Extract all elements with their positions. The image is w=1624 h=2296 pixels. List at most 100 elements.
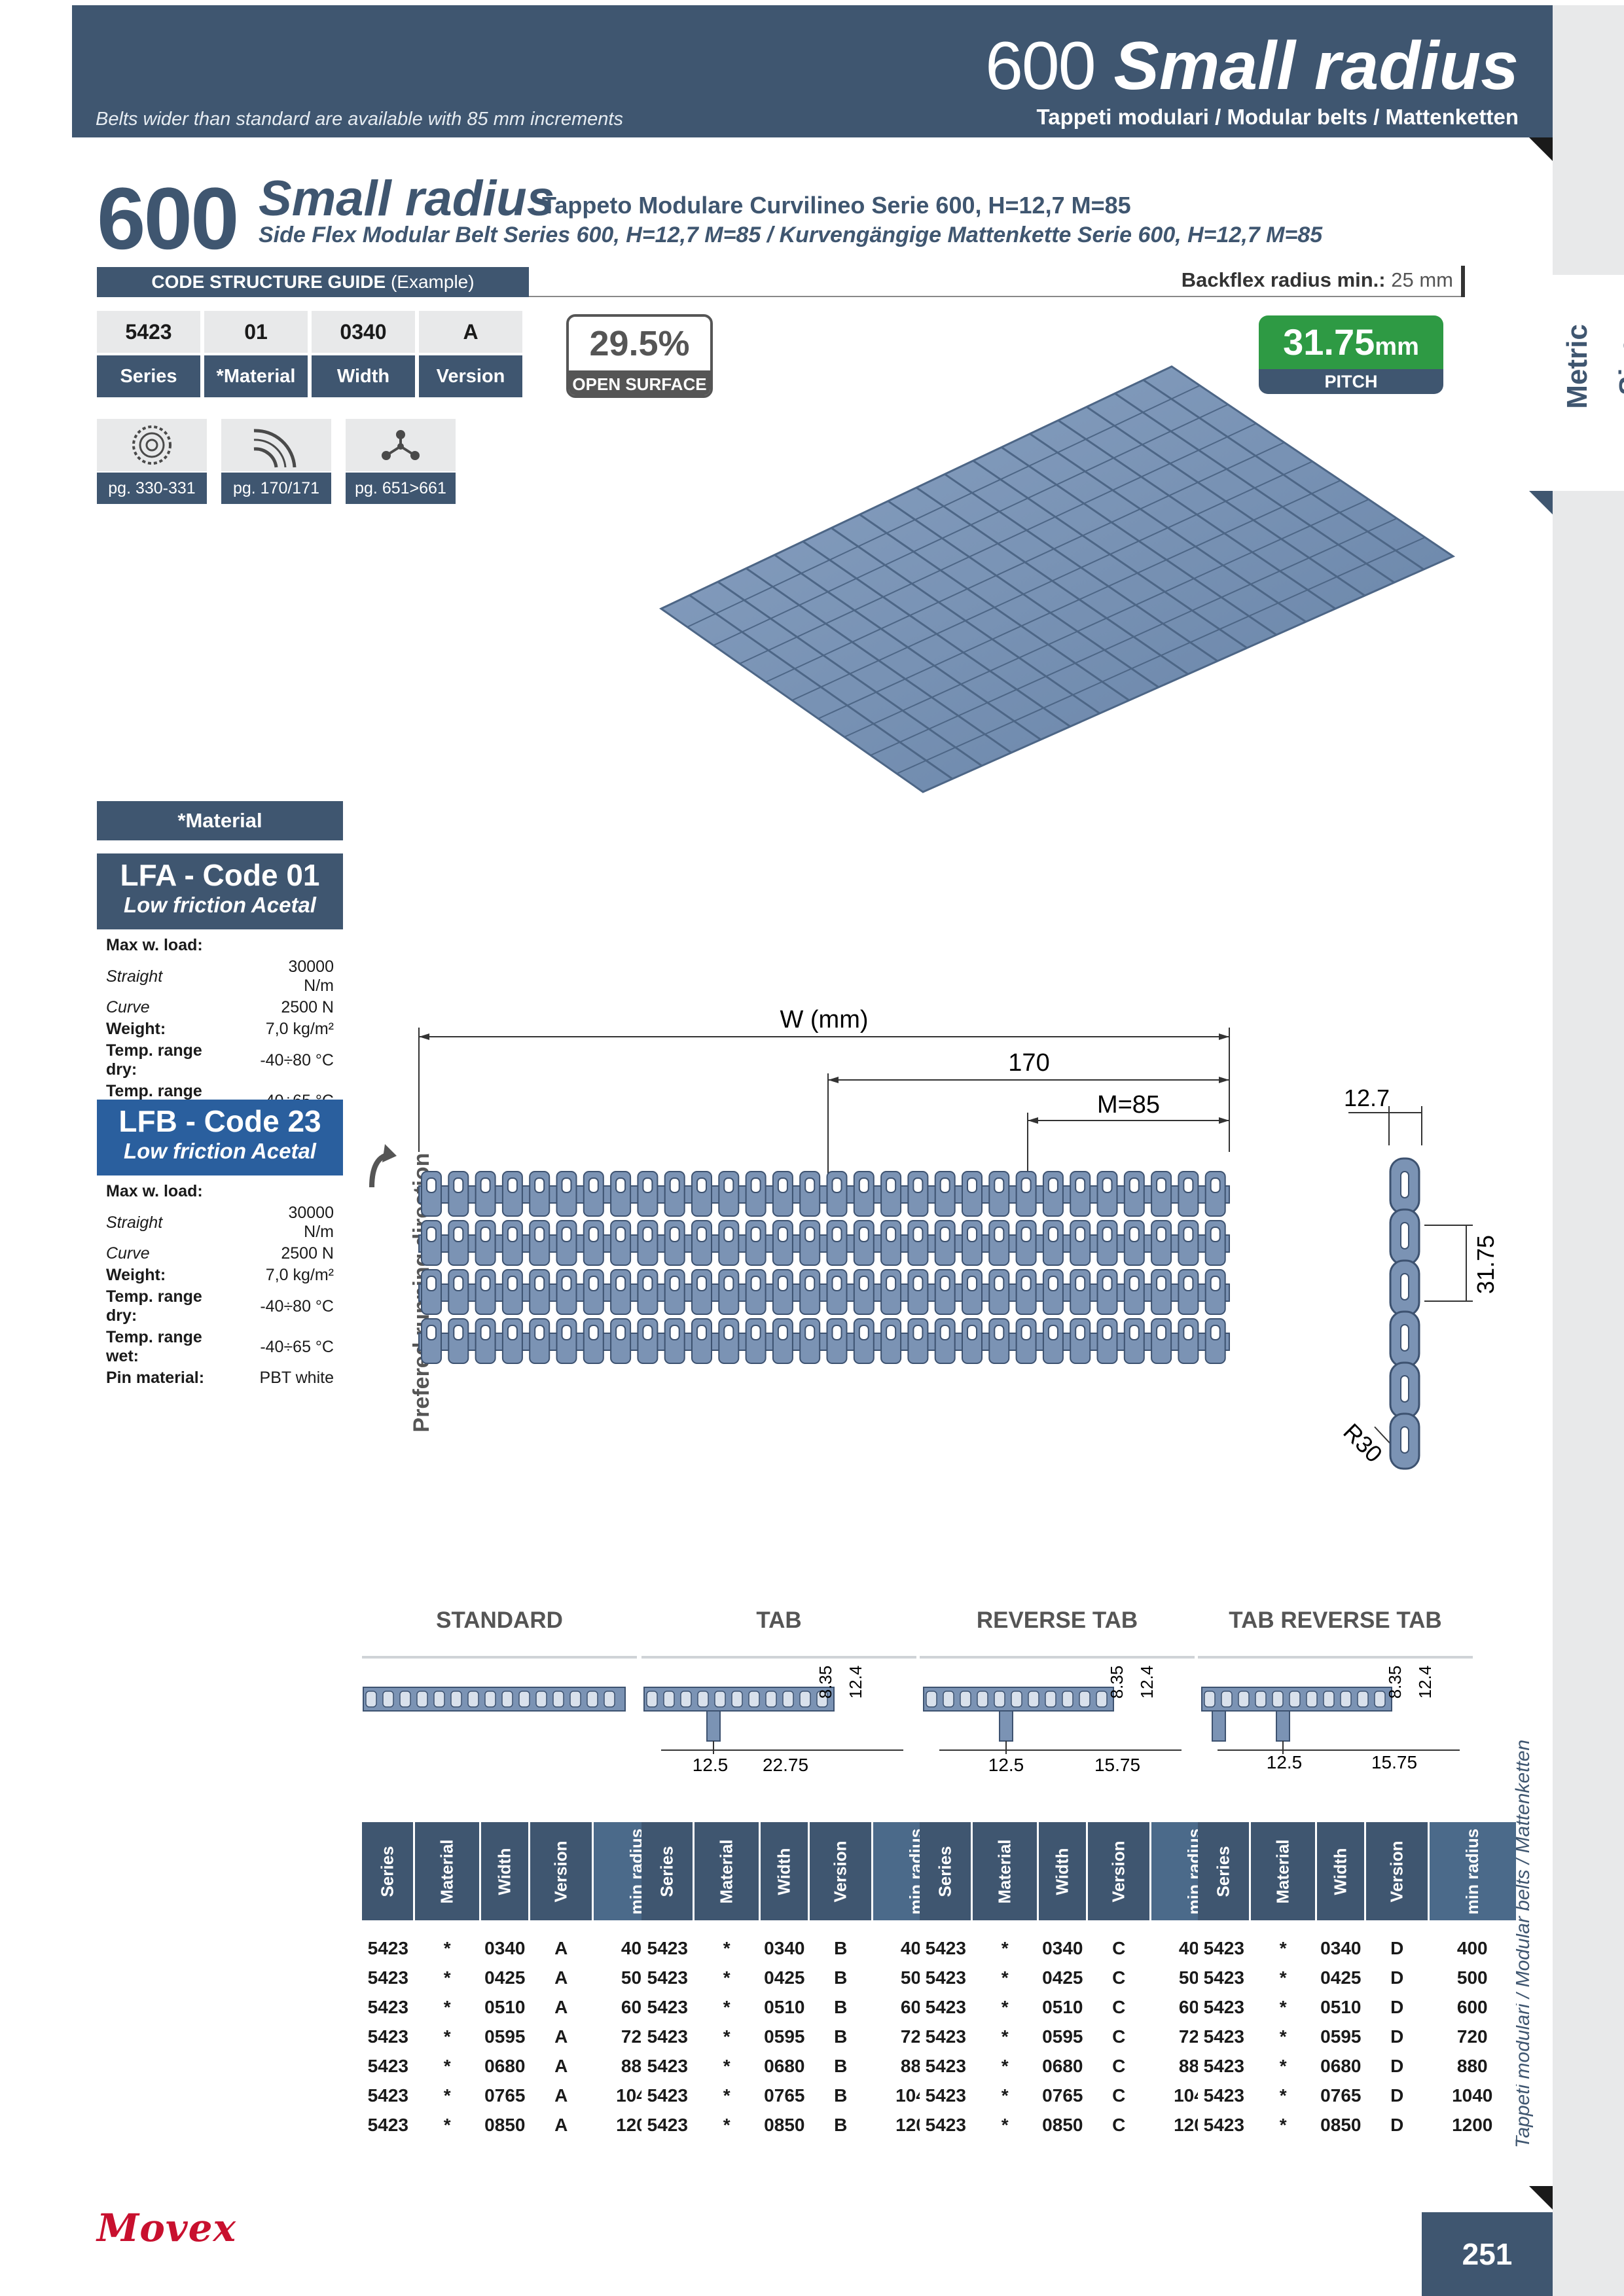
belt-link-opening	[615, 1177, 626, 1193]
table-cell: 0765	[1316, 2081, 1365, 2110]
table-cell: 400	[1428, 1920, 1516, 1963]
table-cell: *	[693, 2022, 760, 2051]
column-header-label: Version	[830, 1840, 850, 1902]
accessories-link[interactable]: pg. 651>661	[346, 419, 456, 504]
table-cell: 0680	[480, 2051, 530, 2081]
icon-page-ref: pg. 330-331	[97, 473, 207, 504]
belt-link-opening	[1075, 1227, 1086, 1242]
table-cell: 0510	[480, 1992, 530, 2022]
belt-link-opening	[534, 1325, 545, 1340]
variant-link	[799, 1691, 811, 1708]
table-cell: 0595	[1038, 2022, 1087, 2051]
table-cell: 0510	[1316, 1992, 1365, 2022]
spec-key: Temp. range dry:	[106, 1287, 202, 1325]
variant-link	[1096, 1691, 1108, 1708]
column-header: Material	[1250, 1822, 1318, 1920]
belt-link-opening	[1020, 1325, 1032, 1340]
belt-link-opening	[939, 1276, 950, 1291]
table-cell: 500	[1428, 1963, 1516, 1992]
belt-link-opening	[994, 1325, 1005, 1340]
table-cell: *	[1250, 1992, 1316, 2022]
belt-link-opening	[939, 1177, 950, 1193]
belt-link-opening	[831, 1227, 842, 1242]
table-cell: 5423	[641, 1920, 694, 1963]
spec-value: PBT white	[259, 1369, 334, 1387]
variant-link	[1306, 1691, 1318, 1708]
curve-link[interactable]: pg. 170/171	[221, 419, 331, 504]
variant-link	[552, 1691, 564, 1708]
belt-link-opening	[1020, 1276, 1032, 1291]
belt-link-opening	[939, 1227, 950, 1242]
column-header-label: min radius	[1462, 1828, 1483, 1914]
code-box-series: 5423 Series	[97, 311, 200, 397]
material-card-header: LFB - Code 23 Low friction Acetal	[97, 1100, 343, 1175]
belt-rod-line	[713, 404, 1229, 646]
table-cell: 5423	[920, 1992, 972, 2022]
dim-tab-distance: 15.75	[1371, 1752, 1417, 1772]
table-cell: 5423	[920, 1920, 972, 1963]
variant-link	[680, 1691, 692, 1708]
table-cell: 0850	[759, 2110, 809, 2140]
open-surface-label: OPEN SURFACE	[569, 370, 710, 395]
table-cell: 0595	[759, 2022, 809, 2051]
spec-key: Curve	[106, 998, 150, 1016]
variant-divider	[362, 1656, 637, 1659]
belt-link-opening	[426, 1227, 437, 1242]
variant-link	[748, 1691, 760, 1708]
profile-slot	[1400, 1171, 1409, 1198]
belt-link-opening	[426, 1325, 437, 1340]
table-cell: 0595	[480, 2022, 530, 2051]
belt-link-opening	[1128, 1177, 1140, 1193]
table-cell: A	[529, 1992, 593, 2022]
belt-link-opening	[1020, 1177, 1032, 1193]
belt-link-opening	[669, 1227, 680, 1242]
variant-link	[1204, 1691, 1216, 1708]
dim-tab-total: 12.4	[846, 1666, 865, 1699]
belt-link-opening	[1020, 1227, 1032, 1242]
belt-link-opening	[561, 1177, 572, 1193]
variant-link	[586, 1691, 598, 1708]
belt-link-opening	[1183, 1177, 1194, 1193]
table-cell: *	[414, 2110, 480, 2140]
variant-title-reverse-tab: REVERSE TAB	[976, 1607, 1138, 1633]
table-cell: D	[1365, 2110, 1429, 2140]
table-cell: *	[971, 1920, 1038, 1963]
belt-link-opening	[804, 1177, 816, 1193]
variant-link	[994, 1691, 1005, 1708]
table-cell: 0680	[1038, 2051, 1087, 2081]
belt-link-opening	[534, 1177, 545, 1193]
table-cell: 880	[1428, 2051, 1516, 2081]
belt-link-opening	[1047, 1227, 1058, 1242]
table-cell: *	[1250, 2022, 1316, 2051]
table-cell: *	[693, 2081, 760, 2110]
column-header-label: Material	[437, 1839, 457, 1904]
belt-link-opening	[750, 1227, 761, 1242]
code-value: 5423	[97, 311, 200, 353]
belt-link-opening	[967, 1276, 977, 1291]
belt-link-opening	[994, 1177, 1005, 1193]
column-header-label: Series	[377, 1845, 397, 1897]
sprocket-link[interactable]: pg. 330-331	[97, 419, 207, 504]
spec-value: 2500 N	[281, 1244, 334, 1263]
variant-drawing-tab-reverse-tab: 8.35 12.4 12.5 15.75	[1201, 1666, 1460, 1772]
belt-link-opening	[1102, 1325, 1113, 1340]
table-cell: 5423	[362, 1992, 414, 2022]
belt-link-opening	[912, 1227, 924, 1242]
column-header-label: Width	[1052, 1848, 1072, 1895]
belt-link-opening	[777, 1276, 788, 1291]
variant-link	[433, 1691, 445, 1708]
header-subtitle: Tappeti modulari / Modular belts / Matte…	[1036, 105, 1519, 129]
belt-link-opening	[669, 1177, 680, 1193]
table-cell: C	[1087, 2051, 1151, 2081]
variant-link	[1323, 1691, 1335, 1708]
belt-link-opening	[1210, 1227, 1221, 1242]
belt-link-opening	[561, 1227, 572, 1242]
variant-link	[604, 1691, 615, 1708]
